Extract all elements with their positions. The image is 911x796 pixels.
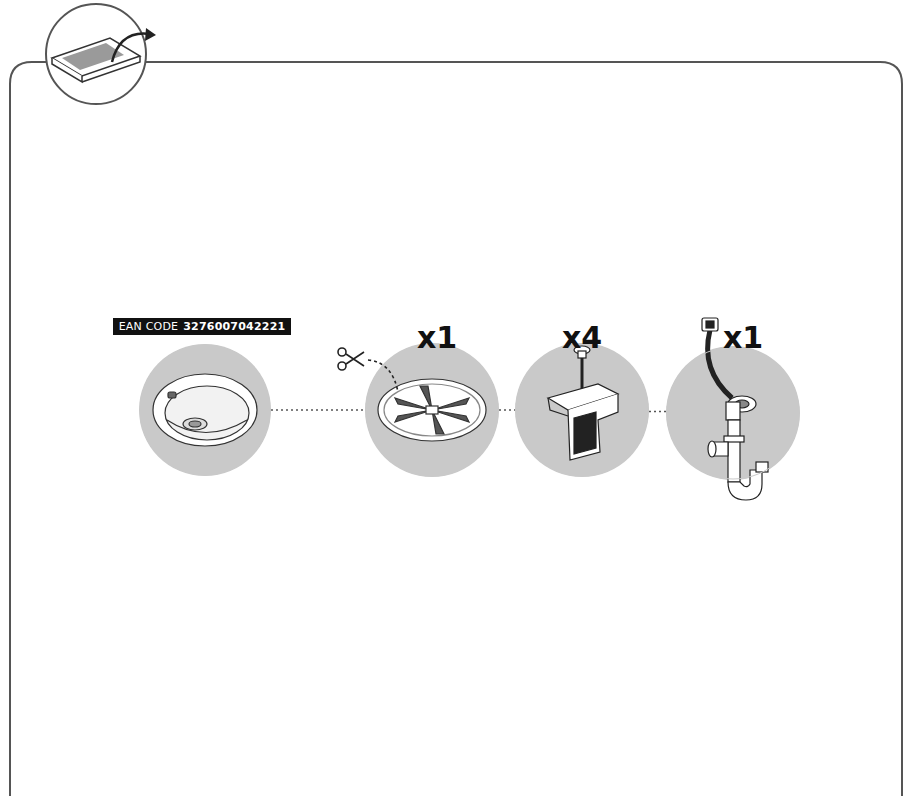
part-circle: x4 (515, 343, 649, 477)
heading-text: x1 (723, 320, 763, 355)
drain-kit (702, 318, 768, 500)
heading-text: x4 (562, 320, 602, 355)
heading-text: EAN CODE (119, 320, 179, 333)
code-number: 3276007042221 (183, 320, 285, 333)
part-circle: x1 (666, 346, 800, 480)
dashed-connector (499, 409, 515, 410)
quantity-label: x1 (723, 320, 763, 355)
panel-frame (10, 62, 902, 796)
part-circle: x1 (365, 343, 499, 477)
dashed-connector (649, 411, 666, 412)
circle-outline (139, 344, 271, 476)
circle-outline (365, 343, 499, 477)
turn-page-icon (46, 4, 156, 104)
circle-outline (666, 346, 800, 480)
fixing-clip (548, 346, 618, 460)
heading-text: x1 (417, 320, 457, 355)
ean-label: EAN CODE 3276007042221 (113, 318, 292, 335)
circle-outline (515, 343, 649, 477)
quantity-label: x1 (417, 320, 457, 355)
scissors-symbol (338, 348, 398, 392)
dashed-connector (271, 409, 365, 410)
quantity-label: x4 (562, 320, 602, 355)
cutting-template (378, 379, 486, 441)
sink-bowl (153, 374, 257, 446)
part-circle: EAN CODE3276007042221 (139, 344, 271, 476)
